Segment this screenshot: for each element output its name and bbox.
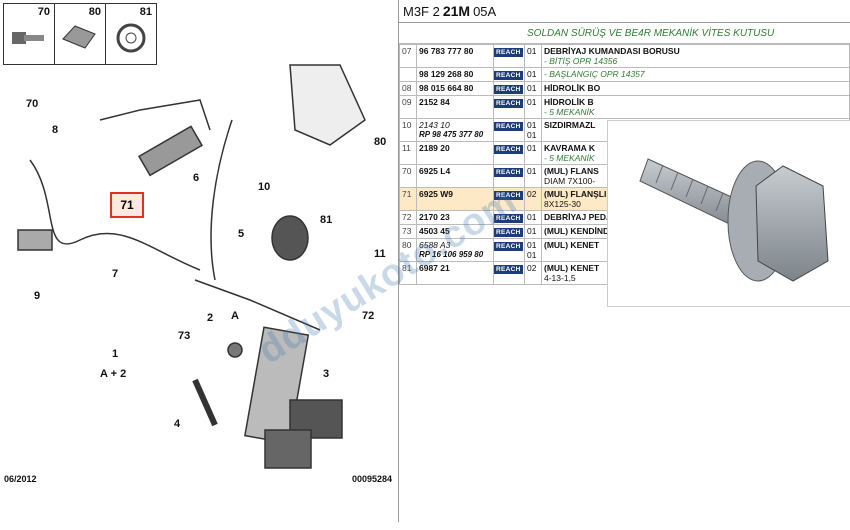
part-photo bbox=[607, 120, 850, 307]
row-index: 71 bbox=[399, 187, 417, 211]
part-ref[interactable]: 6987 21 bbox=[416, 261, 494, 285]
callout-2: 2 bbox=[207, 312, 214, 324]
row-index: 73 bbox=[399, 224, 417, 239]
reach-badge: REACH bbox=[493, 141, 525, 165]
quantity: 01 bbox=[524, 95, 542, 119]
diagram-date: 06/2012 bbox=[4, 474, 37, 484]
part-ref[interactable]: 98 129 268 80 bbox=[416, 67, 494, 82]
row-index: 72 bbox=[399, 210, 417, 225]
row-index: 09 bbox=[399, 95, 417, 119]
flange-bolt-icon bbox=[639, 158, 829, 282]
callout-10: 10 bbox=[258, 181, 271, 193]
part-ref[interactable]: 2189 20 bbox=[416, 141, 494, 165]
quantity: 01 bbox=[524, 81, 542, 96]
thumb-label: 70 bbox=[37, 6, 50, 18]
quantity: 01 bbox=[524, 224, 542, 239]
diagram-code: 00095284 bbox=[351, 474, 392, 484]
reach-badge: REACH bbox=[493, 44, 525, 68]
quantity: 01 bbox=[524, 164, 542, 188]
callout-6: 6 bbox=[193, 172, 200, 184]
row-index: 11 bbox=[399, 141, 417, 165]
callout-72: 72 bbox=[362, 310, 375, 322]
callout-9: 9 bbox=[34, 290, 41, 302]
quantity: 02 bbox=[524, 261, 542, 285]
reach-badge: REACH bbox=[493, 95, 525, 119]
row-index bbox=[399, 67, 417, 82]
part-ref[interactable]: 96 783 777 80 bbox=[416, 44, 494, 68]
quantity: 01 bbox=[524, 210, 542, 225]
part-ref[interactable]: 6925 W9 bbox=[416, 187, 494, 211]
rp-ref: RP 98 475 377 80 bbox=[419, 130, 484, 139]
thumbnail-strip: 70 80 81 bbox=[3, 3, 157, 65]
callout-5: 5 bbox=[238, 228, 245, 240]
reach-badge: REACH bbox=[493, 210, 525, 225]
part-ref[interactable]: 6925 L4 bbox=[416, 164, 494, 188]
callout-a: A bbox=[231, 310, 239, 322]
quantity: 02 bbox=[524, 187, 542, 211]
description: HİDROLİK B- 5 MEKANİK bbox=[541, 95, 850, 119]
reach-badge: REACH bbox=[493, 164, 525, 188]
clamp-ring-icon bbox=[116, 23, 146, 53]
quantity: 01 bbox=[524, 141, 542, 165]
row-index: 81 bbox=[399, 261, 417, 285]
thumb-80[interactable]: 80 bbox=[55, 4, 106, 64]
reach-badge: REACH bbox=[493, 187, 525, 211]
callout-a-plus-2: A + 2 bbox=[100, 368, 127, 380]
part-ref[interactable]: 2152 84 bbox=[416, 95, 494, 119]
callout-70: 70 bbox=[26, 98, 39, 110]
reach-badge: REACH bbox=[493, 81, 525, 96]
model-bold: 21M bbox=[442, 3, 471, 19]
callout-3: 3 bbox=[323, 368, 330, 380]
model-suffix: 05A bbox=[473, 3, 497, 19]
callout-1: 1 bbox=[112, 348, 119, 360]
row-index: 07 bbox=[399, 44, 417, 68]
description: - BAŞLANGIÇ OPR 14357 bbox=[541, 67, 850, 82]
quantity: 01 bbox=[524, 67, 542, 82]
row-index: 70 bbox=[399, 164, 417, 188]
rp-ref: RP 16 106 959 80 bbox=[419, 250, 484, 259]
reach-badge: REACH bbox=[493, 261, 525, 285]
description: HİDROLİK BO bbox=[541, 81, 850, 96]
callout-73: 73 bbox=[178, 330, 191, 342]
parts-diagram: 70 80 81 bbox=[0, 0, 399, 522]
row-index: 80 bbox=[399, 238, 417, 262]
reach-badge: REACH bbox=[493, 224, 525, 239]
callout-7: 7 bbox=[112, 268, 119, 280]
part-ref[interactable]: 98 015 664 80 bbox=[416, 81, 494, 96]
callout-71-highlighted[interactable]: 71 bbox=[110, 192, 144, 218]
model-header: M3F 2 21M 05A bbox=[399, 0, 850, 23]
callout-80: 80 bbox=[374, 136, 387, 148]
thumb-label: 81 bbox=[139, 6, 152, 18]
reach-badge: REACH bbox=[493, 67, 525, 82]
clip-icon bbox=[62, 25, 96, 49]
callout-81: 81 bbox=[320, 214, 333, 226]
model-prefix: M3F 2 bbox=[403, 3, 440, 19]
thumb-70[interactable]: 70 bbox=[4, 4, 55, 64]
bolt-icon bbox=[12, 32, 44, 44]
clutch-assembly-drawing bbox=[17, 64, 366, 469]
row-index: 08 bbox=[399, 81, 417, 96]
reach-badge: REACH bbox=[493, 238, 525, 262]
callout-11: 11 bbox=[374, 248, 386, 260]
callout-4: 4 bbox=[174, 418, 181, 430]
part-ref[interactable]: 2170 23 bbox=[416, 210, 494, 225]
quantity: 01 bbox=[524, 44, 542, 68]
thumb-81[interactable]: 81 bbox=[106, 4, 156, 64]
thumb-label: 80 bbox=[88, 6, 101, 18]
callout-8: 8 bbox=[52, 124, 59, 136]
reach-badge: REACH bbox=[493, 118, 525, 142]
description: DEBRİYAJ KUMANDASI BORUSU- BİTİŞ OPR 143… bbox=[541, 44, 850, 68]
part-ref[interactable]: 4503 45 bbox=[416, 224, 494, 239]
section-subtitle: SOLDAN SÜRÜŞ VE BE4R MEKANİK VİTES KUTUS… bbox=[399, 23, 850, 44]
row-index: 10 bbox=[399, 118, 417, 142]
